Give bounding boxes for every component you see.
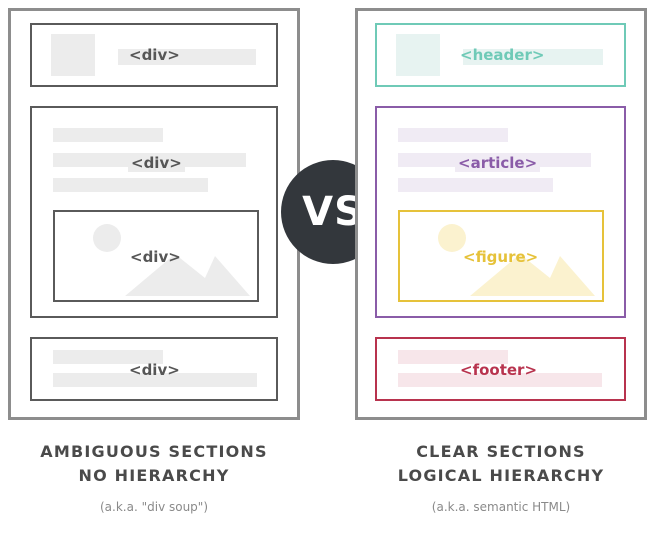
placeholder-picture-icon [438, 224, 595, 296]
div-box-inner: <div> [53, 210, 259, 302]
right-caption: CLEAR SECTIONS LOGICAL HIERARCHY [355, 440, 647, 488]
placeholder-line [398, 178, 553, 192]
div-soup-page: <div> <div> <div> <div> [8, 8, 300, 420]
div-box-middle: <div> <div> [30, 106, 278, 318]
div-tag-label: <div> [128, 154, 185, 172]
picture-mountains [470, 254, 595, 296]
div-box-bottom: <div> [30, 337, 278, 401]
placeholder-line [53, 373, 257, 387]
placeholder-line [118, 49, 256, 65]
placeholder-line [398, 350, 508, 364]
footer-tag-label: <footer> [460, 361, 538, 379]
placeholder-line [53, 350, 163, 364]
article-box: <article> <figure> [375, 106, 626, 318]
placeholder-line [398, 373, 602, 387]
header-tag-label: <header> [460, 46, 545, 64]
div-box-top: <div> [30, 23, 278, 87]
div-tag-label: <div> [130, 248, 181, 266]
right-caption-line2: LOGICAL HIERARCHY [397, 466, 605, 485]
left-caption-line1: AMBIGUOUS SECTIONS [40, 442, 268, 461]
div-tag-label: <div> [129, 46, 180, 64]
left-caption-line2: NO HIERARCHY [78, 466, 230, 485]
picture-sun [93, 224, 121, 252]
placeholder-line [463, 49, 603, 65]
div-tag-label: <div> [129, 361, 180, 379]
placeholder-line [53, 128, 163, 142]
picture-sun [438, 224, 466, 252]
right-aka-note: (a.k.a. semantic HTML) [431, 500, 571, 514]
figure-tag-label: <figure> [463, 248, 539, 266]
header-box: <header> [375, 23, 626, 87]
placeholder-image [51, 34, 95, 76]
left-caption: AMBIGUOUS SECTIONS NO HIERARCHY [8, 440, 300, 488]
placeholder-picture-icon [93, 224, 250, 296]
figure-box: <figure> [398, 210, 604, 302]
picture-mountains [125, 254, 250, 296]
placeholder-line [398, 128, 508, 142]
semantic-html-page: <header> <article> <figure> <footer> [355, 8, 647, 420]
right-caption-line1: CLEAR SECTIONS [416, 442, 586, 461]
footer-box: <footer> [375, 337, 626, 401]
article-tag-label: <article> [455, 154, 541, 172]
placeholder-line [53, 178, 208, 192]
placeholder-image [396, 34, 440, 76]
left-aka-note: (a.k.a. "div soup") [100, 500, 208, 514]
